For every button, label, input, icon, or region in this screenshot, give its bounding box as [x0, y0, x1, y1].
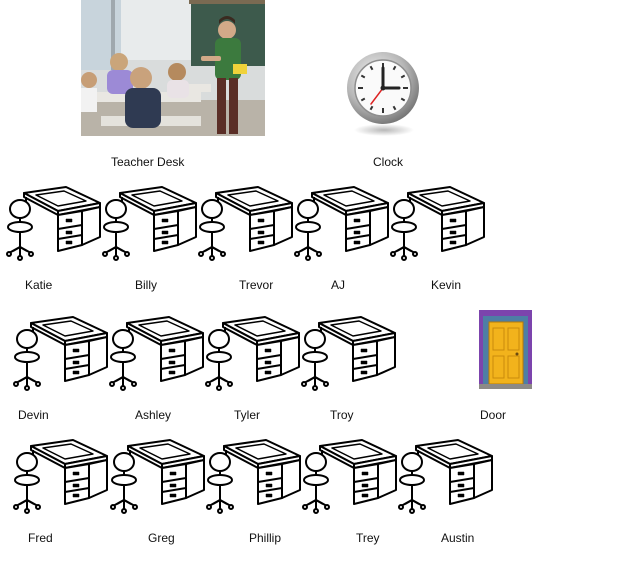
student-desk-icon [294, 185, 390, 263]
student-desk-icon [198, 185, 294, 263]
clock-icon [344, 50, 424, 138]
student-desk-icon [6, 185, 102, 263]
desk-label: Devin [18, 408, 49, 422]
door-photo [479, 310, 532, 389]
student-desk-icon [398, 438, 494, 516]
student-desk-icon [206, 438, 302, 516]
student-desk-icon [13, 438, 109, 516]
desk-label: Fred [28, 531, 53, 545]
classroom-photo-icon [81, 0, 265, 136]
student-desk-icon [102, 185, 198, 263]
student-desk-icon [301, 315, 397, 393]
teacher-desk-photo [81, 0, 265, 136]
student-desk-icon [109, 315, 205, 393]
student-desk-icon [110, 438, 206, 516]
desk-label: Greg [148, 531, 175, 545]
desk-label: Trey [356, 531, 380, 545]
student-desk-icon [205, 315, 301, 393]
desk-label: Austin [441, 531, 475, 545]
desk-label: Trevor [239, 278, 274, 292]
student-desk-icon [302, 438, 398, 516]
desk-label: Phillip [249, 531, 282, 545]
door-icon [479, 310, 532, 389]
clock-label: Clock [373, 155, 404, 169]
desk-label: Kevin [431, 278, 462, 292]
door-label: Door [480, 408, 507, 422]
desk-label: Katie [25, 278, 53, 292]
teacher-desk-label: Teacher Desk [111, 155, 185, 169]
student-desk-icon [390, 185, 486, 263]
desk-label: Troy [330, 408, 354, 422]
desk-label: Tyler [234, 408, 261, 422]
desk-label: AJ [331, 278, 346, 292]
desk-label: Ashley [135, 408, 172, 422]
student-desk-icon [13, 315, 109, 393]
desk-label: Billy [135, 278, 158, 292]
